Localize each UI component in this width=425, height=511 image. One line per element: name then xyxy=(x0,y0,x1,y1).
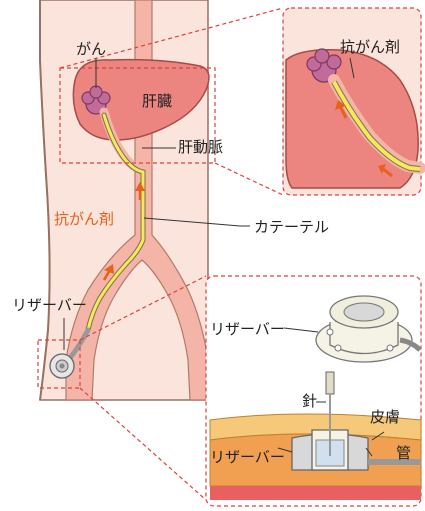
label-needle: 針 xyxy=(302,392,317,410)
label-anticancer-drug-inset: 抗がん剤 xyxy=(340,38,400,56)
reservoir-small xyxy=(50,354,74,378)
label-tube: 管 xyxy=(396,444,411,462)
label-hepatic-artery: 肝動脈 xyxy=(178,138,223,156)
label-reservoir-left: リザーバー xyxy=(12,296,87,314)
label-cancer: がん xyxy=(76,40,106,58)
label-anticancer-drug-main: 抗がん剤 xyxy=(54,210,114,228)
reservoir-inset xyxy=(206,276,421,506)
label-liver: 肝臓 xyxy=(142,92,172,110)
label-reservoir-device: リザーバー xyxy=(210,320,285,338)
label-skin: 皮膚 xyxy=(370,408,400,426)
label-reservoir-section: リザーバー xyxy=(210,448,285,466)
liver-inset xyxy=(283,8,421,195)
label-catheter: カテーテル xyxy=(254,218,329,236)
